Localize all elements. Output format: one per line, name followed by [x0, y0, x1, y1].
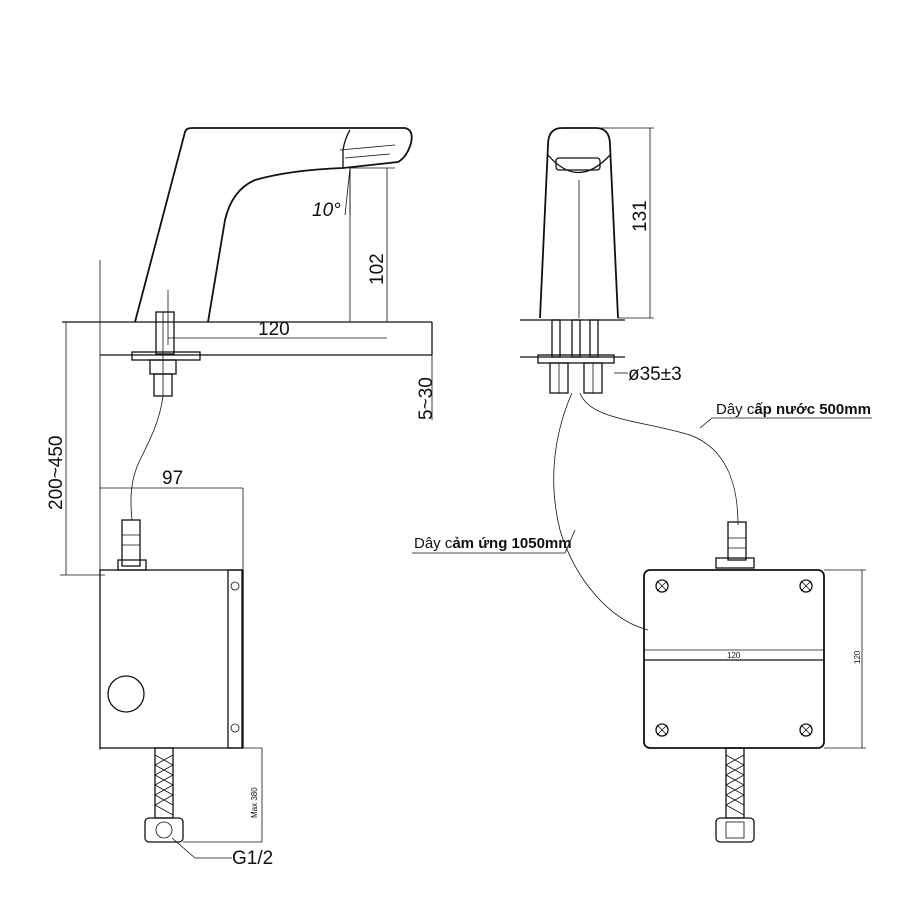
deck-thickness-label: 5~30 [416, 377, 437, 420]
hose-fitting-front [715, 817, 755, 843]
supply-hose-callout: Dây cấp nước 500mm [716, 401, 871, 418]
sensor-wire-callout: Dây cảm ứng 1050mm [414, 535, 572, 552]
box-connector [121, 519, 141, 567]
mounting-plate [131, 351, 201, 361]
box-connector-front [727, 521, 747, 561]
faucet-body-front [539, 127, 619, 319]
faucet-height-label: 131 [630, 200, 651, 232]
screw-icon-tl [655, 579, 669, 593]
mounting-plate-front [537, 354, 615, 364]
supply-cable-front [579, 392, 739, 526]
sensor-window-front [555, 157, 601, 171]
hose-fitting-side [144, 817, 184, 843]
power-button-icon [107, 675, 145, 713]
box-front-width-label: 120 [727, 651, 741, 660]
thread-label: G1/2 [232, 848, 273, 869]
sensor-cable-front [553, 392, 649, 631]
thread-leader [171, 837, 196, 859]
box-bracket [227, 569, 243, 749]
hole-diameter-label: ø35±3 [628, 364, 682, 385]
box-hole-top [230, 581, 240, 591]
screw-icon-bl [655, 723, 669, 737]
control-box-side [99, 569, 244, 749]
box-width-label: 97 [162, 468, 183, 489]
supply-hose-side [154, 747, 174, 819]
angle-reference-line [344, 167, 351, 216]
shank [155, 311, 175, 355]
supply-hose-front [725, 747, 745, 819]
max-hose-label: Max 380 [250, 787, 259, 818]
spout-height-label: 102 [367, 253, 388, 285]
sensor-window [339, 144, 396, 159]
reach-label: 120 [258, 319, 290, 340]
spout-face [547, 154, 611, 174]
supply-distance-label: 200~450 [46, 436, 67, 511]
spout-angle-label: 10° [312, 200, 341, 221]
box-hole-bottom [230, 723, 240, 733]
front-view: 131 ø35±3 Dây cấp nước 500mm Dây cảm ứng… [412, 127, 872, 843]
screw-icon-br [799, 723, 813, 737]
screw-icon-tr [799, 579, 813, 593]
sensor-cable-side [130, 395, 164, 521]
faucet-body-side [134, 127, 413, 323]
box-front-height-label: 120 [853, 650, 862, 664]
side-view: 10° 102 120 5~30 200~450 97 [46, 127, 437, 869]
